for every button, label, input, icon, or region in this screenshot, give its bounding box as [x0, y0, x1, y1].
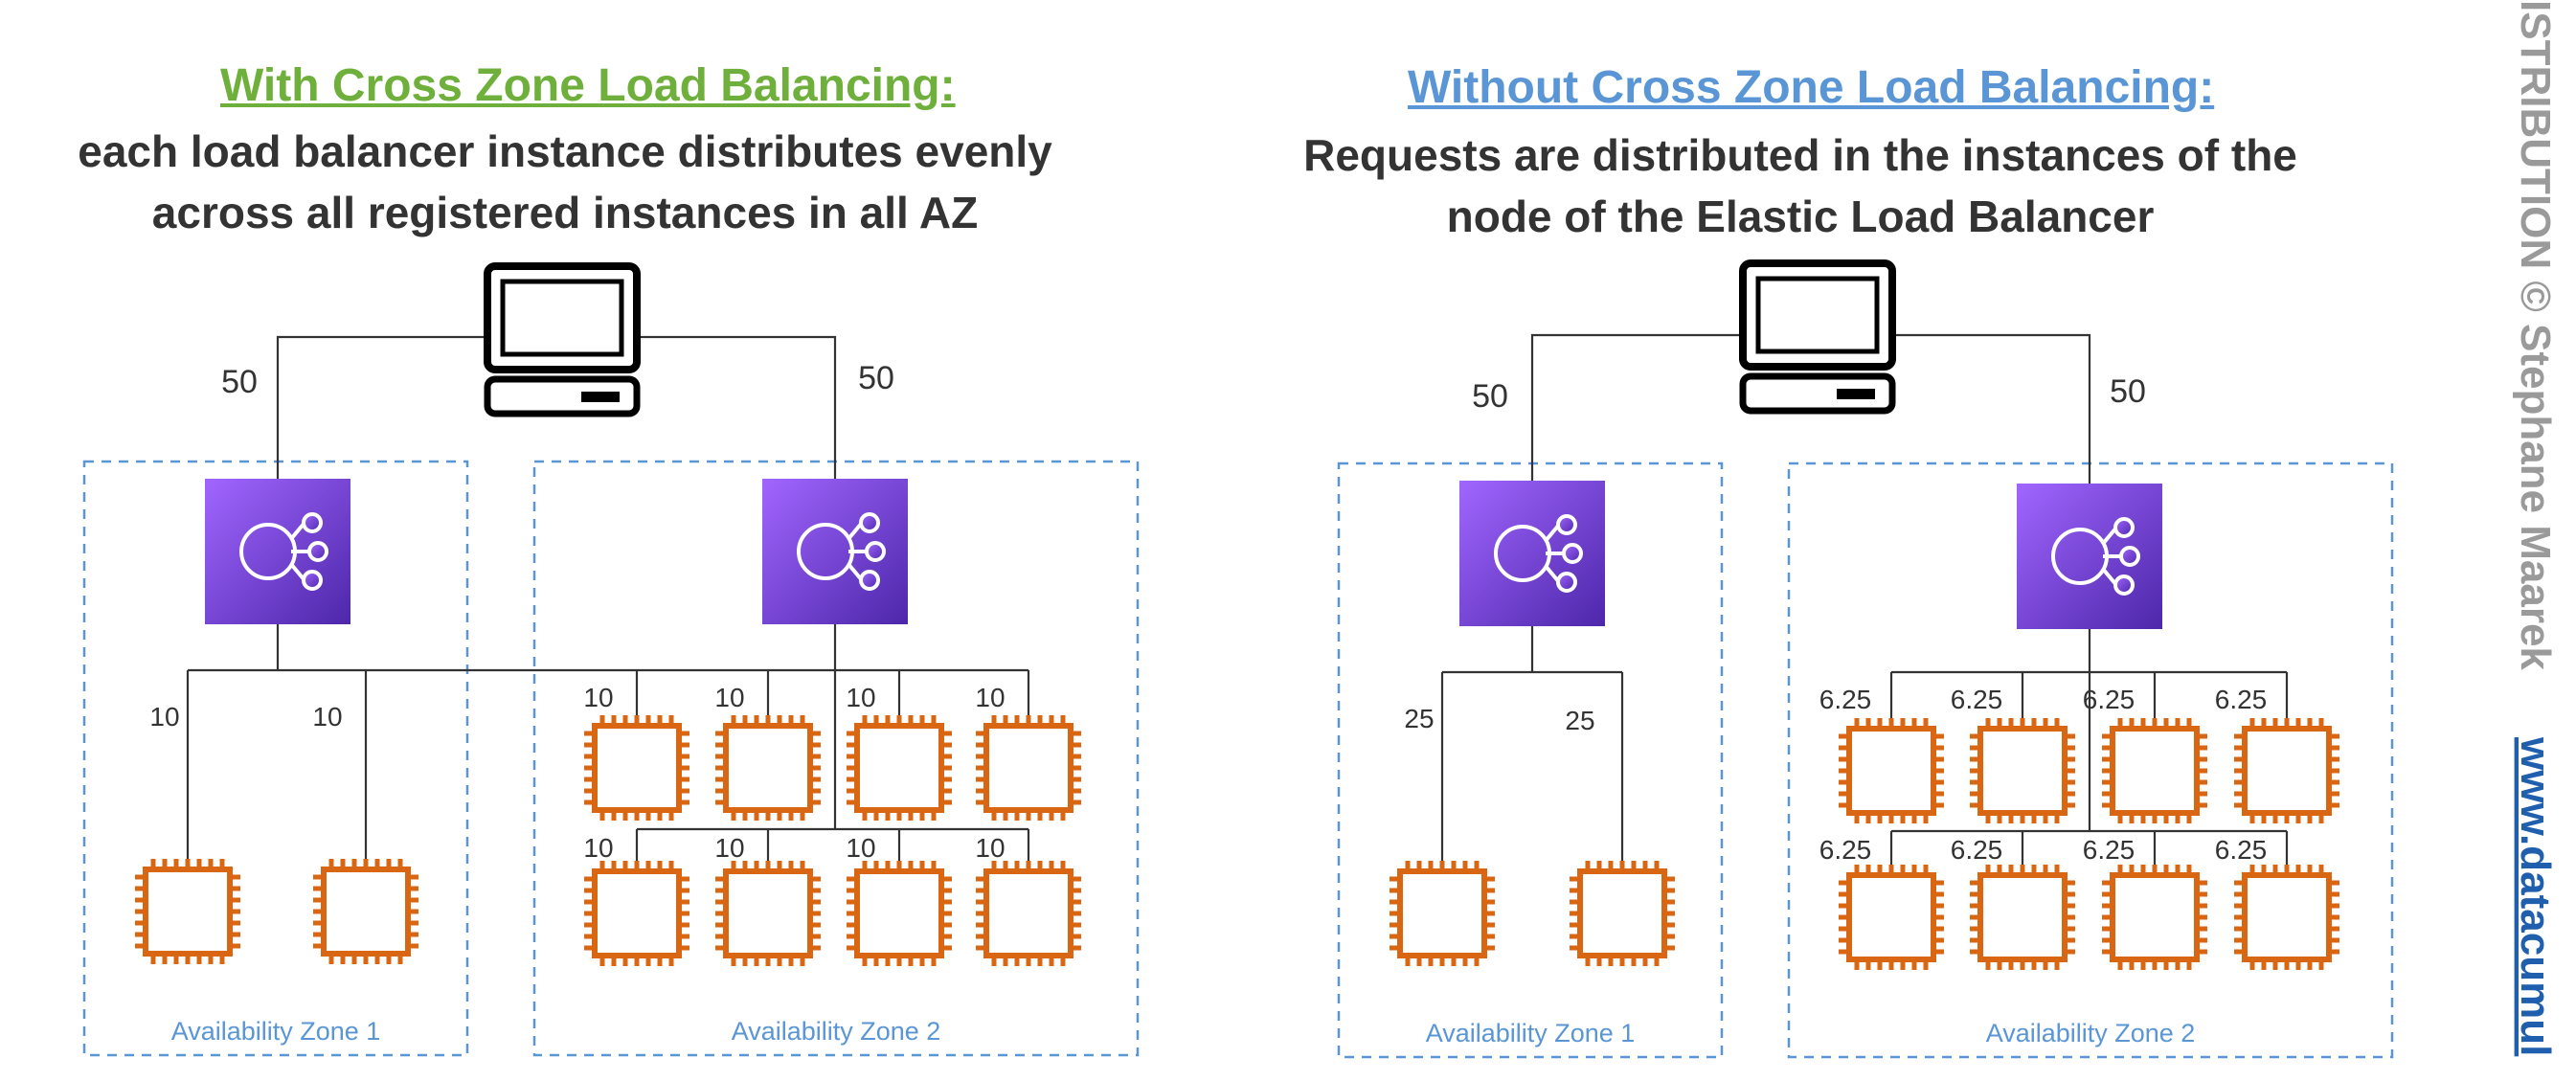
left-subtitle-line2: across all registered instances in all A… [151, 188, 979, 237]
traffic-label: 10 [846, 833, 875, 863]
left-subtitle-line1: each load balancer instance distributes … [78, 126, 1052, 176]
right-label-client-elb1: 50 [1472, 378, 1508, 415]
right-label-client-elb2: 50 [2110, 373, 2146, 410]
traffic-label: 6.25 [2215, 835, 2268, 865]
left-az2-instance-row2-4 [976, 861, 1081, 966]
left-az2-instance-row1-2 [715, 715, 821, 821]
left-availability-zone-2-label: Availability Zone 2 [732, 1017, 941, 1046]
left-az2-instance-row1-1 [584, 715, 689, 821]
right-az1-instance-2 [1570, 861, 1675, 966]
left-az2-instance-row2-1 [584, 861, 689, 966]
right-availability-zone-1 [1337, 462, 1724, 1059]
side-watermark: ISTRIBUTION © Stephane Maarek www.datacu… [2512, 0, 2559, 1056]
left-client-to-elb1 [276, 335, 486, 479]
right-az2-instance-row1-2 [1970, 718, 2075, 823]
traffic-label: 10 [583, 683, 613, 712]
right-availability-zone-1-label: Availability Zone 1 [1426, 1019, 1636, 1047]
traffic-label: 10 [714, 833, 744, 863]
left-availability-zone-1-label: Availability Zone 1 [171, 1017, 381, 1046]
traffic-label: 10 [714, 683, 744, 712]
right-elb-zone-2 [2017, 484, 2162, 629]
right-az2-instance-row2-3 [2102, 865, 2207, 970]
traffic-label: 25 [1565, 706, 1594, 735]
website-link[interactable]: www.datacumul [2512, 736, 2559, 1056]
traffic-label: 6.25 [1819, 685, 1872, 714]
left-az2-instance-row2-3 [847, 861, 952, 966]
right-elb-zone-1 [1459, 481, 1605, 626]
right-client-computer [1739, 259, 1896, 415]
traffic-label: 10 [975, 683, 1005, 712]
left-label-client-elb2: 50 [858, 360, 894, 396]
traffic-label: 10 [975, 833, 1005, 863]
left-label-client-elb1: 50 [221, 364, 258, 400]
left-client-computer [484, 262, 641, 417]
right-az2-instance-row2-4 [2234, 865, 2339, 970]
left-elb-zone-2 [762, 479, 908, 624]
traffic-label: 6.25 [2083, 685, 2135, 714]
traffic-label: 6.25 [2215, 685, 2268, 714]
left-heading: With Cross Zone Load Balancing: [220, 60, 956, 111]
right-az2-instance-row1-3 [2102, 718, 2207, 823]
left-az2-instance-row1-3 [847, 715, 952, 821]
traffic-label: 6.25 [2083, 835, 2135, 865]
right-az2-instance-row2-2 [1970, 865, 2075, 970]
right-availability-zone-2-label: Availability Zone 2 [1986, 1019, 2196, 1047]
right-az1-instance-1 [1390, 861, 1495, 966]
copyright-text: ISTRIBUTION © Stephane Maarek [2512, 0, 2559, 670]
left-availability-zone-1 [82, 460, 469, 1057]
left-az1-instance-2 [313, 859, 418, 964]
right-client-to-elb2 [1894, 333, 2091, 484]
left-client-to-elb2 [640, 335, 837, 479]
right-az2-instance-row1-1 [1839, 718, 1944, 823]
right-subtitle-line1: Requests are distributed in the instance… [1303, 130, 2297, 180]
left-elb-zone-1 [205, 479, 350, 624]
traffic-label: 10 [312, 702, 342, 732]
traffic-label: 10 [583, 833, 613, 863]
right-heading: Without Cross Zone Load Balancing: [1408, 62, 2215, 113]
traffic-label: 6.25 [1951, 835, 2003, 865]
traffic-label: 10 [846, 683, 875, 712]
right-az2-instance-row1-4 [2234, 718, 2339, 823]
left-az2-instance-row1-4 [976, 715, 1081, 821]
right-az2-instance-row2-1 [1839, 865, 1944, 970]
traffic-label: 10 [149, 702, 179, 732]
right-subtitle-line2: node of the Elastic Load Balancer [1446, 191, 2155, 241]
traffic-label: 6.25 [1951, 685, 2003, 714]
left-az2-instance-row2-2 [715, 861, 821, 966]
left-az1-instance-1 [135, 859, 240, 964]
right-client-to-elb1 [1530, 333, 1741, 481]
traffic-label: 6.25 [1819, 835, 1872, 865]
traffic-label: 25 [1404, 704, 1434, 733]
